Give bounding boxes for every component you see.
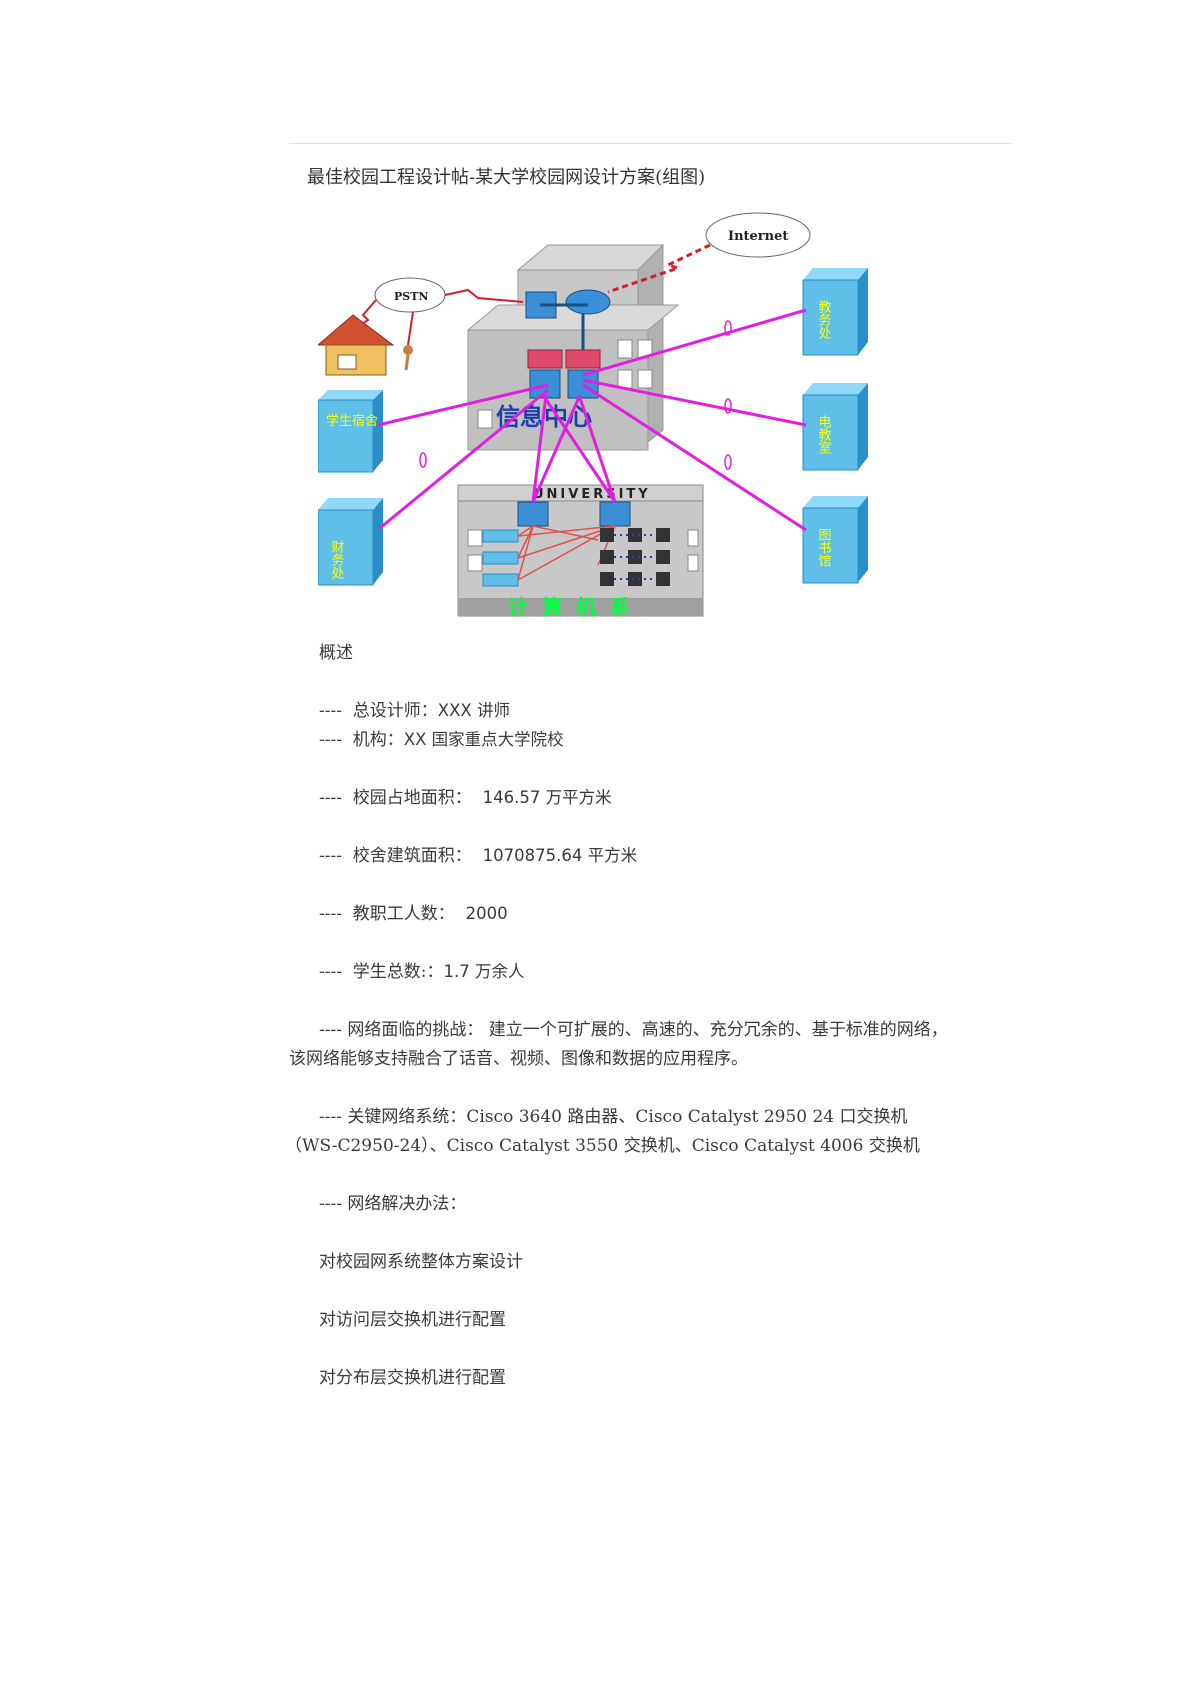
campus-network-diagram: 信息中心 Internet PSTN 学生宿舍 财务处: [318, 212, 868, 619]
internet-cloud: Internet: [607, 212, 811, 294]
university-label: UNIVERSITY: [533, 487, 651, 502]
right-building-3-label: 图书馆: [816, 528, 832, 567]
info-line-institution: ---- 机构：XX 国家重点大学院校: [319, 730, 564, 750]
right-building-1: 教务处: [802, 268, 868, 356]
info-line-staff: ---- 教职工人数： 2000: [319, 904, 508, 924]
house-icon: [318, 314, 395, 376]
dormitory-building: 学生宿舍: [318, 390, 383, 473]
page-title: 最佳校园工程设计帖-某大学校园网设计方案(组图): [307, 167, 706, 188]
solution-item-3: 对分布层交换机进行配置: [319, 1368, 506, 1388]
computer-lab-label: 计算机系: [508, 595, 644, 619]
pstn-label: PSTN: [394, 290, 428, 303]
challenge-line-1: ---- 网络面临的挑战： 建立一个可扩展的、高速的、充分冗余的、基于标准的网络…: [319, 1020, 948, 1040]
pstn-cloud: PSTN: [352, 277, 524, 346]
finance-label: 财务处: [329, 540, 345, 579]
right-building-2: 电教室: [802, 383, 868, 471]
solution-item-2: 对访问层交换机进行配置: [319, 1310, 506, 1330]
right-building-3: 图书馆: [802, 496, 868, 584]
right-building-1-label: 教务处: [816, 299, 832, 339]
computer-lab-building: UNIVERSITY 计算机系: [457, 484, 704, 619]
solution-item-1: 对校园网系统整体方案设计: [319, 1252, 523, 1272]
challenge-line-2: 该网络能够支持融合了话音、视频、图像和数据的应用程序。: [289, 1049, 748, 1069]
dormitory-label: 学生宿舍: [326, 413, 378, 429]
info-line-building-area: ---- 校舍建筑面积： 1070875.64 平方米: [319, 846, 638, 866]
systems-line-2: （WS-C2950-24）、Cisco Catalyst 3550 交换机、Ci…: [285, 1136, 920, 1156]
campus-links: [377, 308, 807, 532]
modem-user-icon: [403, 345, 413, 371]
solution-heading: ---- 网络解决办法：: [319, 1194, 467, 1214]
info-center-building: 信息中心: [466, 243, 680, 452]
info-line-students: ---- 学生总数:：1.7 万余人: [319, 962, 525, 982]
internet-label: Internet: [728, 229, 788, 244]
overview-heading: 概述: [319, 643, 353, 663]
info-line-campus-area: ---- 校园占地面积： 146.57 万平方米: [319, 788, 612, 808]
top-divider: [289, 143, 1011, 144]
right-building-2-label: 电教室: [816, 415, 832, 454]
info-line-designer: ---- 总设计师：XXX 讲师: [319, 701, 510, 721]
finance-building: 财务处: [318, 498, 383, 586]
systems-line-1: ---- 关键网络系统：Cisco 3640 路由器、Cisco Catalys…: [319, 1107, 908, 1127]
